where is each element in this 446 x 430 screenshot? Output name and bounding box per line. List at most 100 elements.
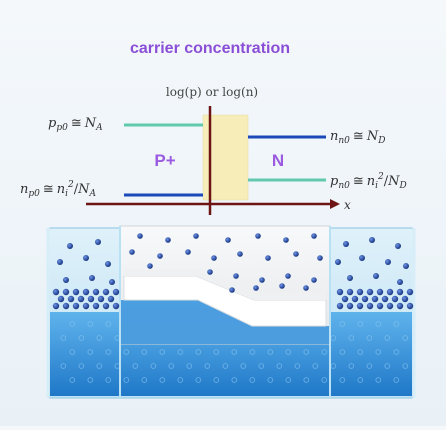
carrier-dot [386, 302, 394, 310]
carrier-dot [165, 237, 171, 243]
carrier-dot [317, 255, 323, 261]
carrier-dot [403, 263, 409, 269]
carrier-dot [207, 269, 213, 275]
carrier-dot [52, 302, 60, 310]
carrier-dot [369, 237, 375, 243]
carrier-dot [361, 295, 369, 303]
water-sparkle [213, 349, 220, 355]
n-side-majority-equation: nn0≅ND [330, 129, 385, 146]
water-sparkle [69, 321, 76, 327]
carrier-dot [137, 233, 143, 239]
carrier-dot [283, 237, 289, 243]
water-sparkle [375, 321, 382, 327]
carrier-dot [102, 288, 110, 296]
carrier-dot [97, 295, 105, 303]
carrier-dot [92, 302, 100, 310]
water-sparkle [69, 377, 76, 383]
carrier-dot [67, 243, 73, 249]
carrier-dot [82, 302, 90, 310]
carrier-dot [62, 288, 70, 296]
n-region-label: N [272, 151, 284, 170]
y-axis-label: log(p) or log(n) [166, 85, 258, 99]
water-sparkle [249, 349, 256, 355]
x-axis-label: x [344, 198, 351, 212]
water-sparkle [87, 321, 94, 327]
water-sparkle [294, 363, 301, 369]
water-sparkle [384, 363, 391, 369]
water-sparkle [204, 363, 211, 369]
carrier-dot [157, 253, 163, 259]
carrier-dot [406, 288, 414, 296]
carrier-dot [83, 255, 89, 261]
water-sparkle [132, 363, 139, 369]
carrier-dot [341, 295, 349, 303]
water-sparkle [366, 335, 373, 341]
junction-slab [123, 275, 327, 327]
water-sparkle [105, 377, 112, 383]
water-sparkle [384, 335, 391, 341]
water-sparkle [96, 335, 103, 341]
carrier-dot [255, 233, 261, 239]
water-sparkle [276, 363, 283, 369]
carrier-dot [87, 295, 95, 303]
water-sparkle [348, 363, 355, 369]
water-sparkle [222, 363, 229, 369]
carrier-dot [57, 259, 63, 265]
water-sparkle [375, 349, 382, 355]
water-sparkle [393, 321, 400, 327]
carrier-dot [381, 295, 389, 303]
water-sparkle [150, 363, 157, 369]
water-sparkle [348, 335, 355, 341]
diagram-title: carrier concentration [130, 40, 290, 57]
carrier-dot [396, 302, 404, 310]
water-sparkle [375, 377, 382, 383]
water-sparkle [177, 349, 184, 355]
water-sparkle [339, 377, 346, 383]
carrier-dot [346, 288, 354, 296]
carrier-dot [356, 302, 364, 310]
carrier-dot [356, 288, 364, 296]
water-sparkle [249, 377, 256, 383]
water-sparkle [195, 349, 202, 355]
junction-tank [46, 225, 416, 399]
carrier-dot [211, 255, 217, 261]
water-sparkle [285, 377, 292, 383]
carrier-dot [63, 277, 69, 283]
carrier-dot [373, 273, 379, 279]
carrier-dot [57, 295, 65, 303]
carrier-dot [92, 288, 100, 296]
water-sparkle [87, 349, 94, 355]
carrier-dot [62, 302, 70, 310]
water-sparkle [258, 363, 265, 369]
carrier-dot [89, 275, 95, 281]
carrier-dot [102, 302, 110, 310]
water-sparkle [339, 349, 346, 355]
carrier-dot [237, 251, 243, 257]
carrier-dot [193, 233, 199, 239]
carrier-dot [347, 275, 353, 281]
carrier-dot [376, 302, 384, 310]
water-sparkle [402, 363, 409, 369]
carrier-dot [366, 302, 374, 310]
carrier-dot [346, 302, 354, 310]
carrier-dot [72, 302, 80, 310]
carrier-dot [82, 288, 90, 296]
carrier-dot [225, 237, 231, 243]
water-sparkle [141, 377, 148, 383]
water-sparkle [195, 377, 202, 383]
carrier-dot [279, 283, 285, 289]
water-sparkle [285, 349, 292, 355]
carrier-dot [397, 279, 403, 285]
water-sparkle [231, 377, 238, 383]
carrier-dot [109, 279, 115, 285]
water-sparkle [105, 349, 112, 355]
carrier-dot [147, 263, 153, 269]
carrier-dot [107, 295, 115, 303]
water-sparkle [60, 363, 67, 369]
water-sparkle [321, 377, 328, 383]
water-sparkle [357, 377, 364, 383]
carrier-dot [185, 249, 191, 255]
carrier-dot [359, 255, 365, 261]
carrier-dot [385, 259, 391, 265]
